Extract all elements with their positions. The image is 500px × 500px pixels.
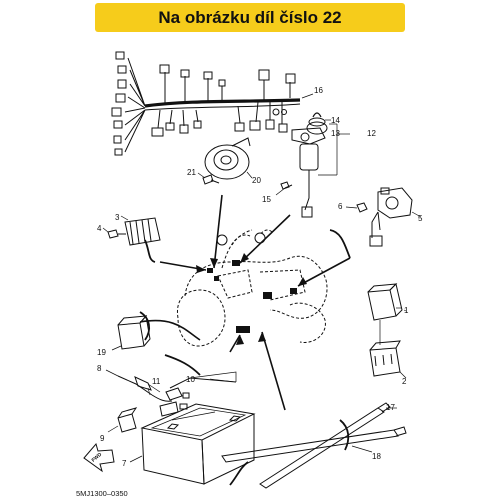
callout-labels: 1 2 3 4 5 6 7 8 9 10 11 12 13 14 15 16 1…	[97, 86, 423, 468]
callout-10: 10	[186, 375, 195, 384]
callout-20: 20	[252, 176, 261, 185]
fwd-arrow-icon	[83, 442, 115, 473]
main-switch	[275, 112, 350, 218]
leader-lines	[139, 194, 351, 411]
cable-tie-17	[259, 402, 397, 489]
callout-5: 5	[418, 214, 423, 223]
mirror-left	[216, 234, 228, 246]
horn	[197, 137, 253, 185]
callout-16: 16	[314, 86, 323, 95]
fwd-label: FWD	[91, 451, 104, 463]
callout-21: 21	[187, 168, 196, 177]
battery-lead	[105, 369, 173, 402]
callout-1: 1	[404, 306, 409, 315]
fuse	[147, 383, 190, 417]
drawing-code: 5MJ1300–0350	[76, 489, 128, 498]
callout-13: 13	[331, 129, 340, 138]
callout-15: 15	[262, 195, 271, 204]
callout-6: 6	[338, 202, 343, 211]
motorcycle-outline	[176, 229, 328, 347]
relay	[367, 283, 403, 345]
part-number-banner: Na obrázku díl číslo 22	[95, 3, 405, 32]
callout-14: 14	[331, 116, 340, 125]
callout-3: 3	[115, 213, 120, 222]
cable-tie-18	[221, 426, 407, 463]
callout-2: 2	[402, 377, 407, 386]
callout-9: 9	[100, 434, 105, 443]
battery-band	[169, 371, 237, 389]
banner-title: Na obrázku díl číslo 22	[158, 7, 342, 27]
arrow-heads	[196, 253, 307, 345]
callout-12: 12	[367, 129, 376, 138]
callout-17: 17	[386, 403, 395, 412]
callout-19: 19	[97, 348, 106, 357]
callout-18: 18	[372, 452, 381, 461]
rectifier-regulator	[102, 215, 161, 246]
callout-8: 8	[97, 364, 102, 373]
fuse-holder	[107, 407, 138, 433]
battery	[129, 403, 256, 485]
callout-leaders	[147, 309, 407, 396]
flasher-relay	[111, 314, 151, 351]
component-markers	[207, 260, 297, 333]
sensor	[345, 187, 422, 247]
callout-11: 11	[152, 377, 161, 386]
callout-4: 4	[97, 224, 102, 233]
relay-cover	[369, 340, 407, 379]
callout-7: 7	[122, 459, 127, 468]
wire-harness	[111, 51, 314, 156]
